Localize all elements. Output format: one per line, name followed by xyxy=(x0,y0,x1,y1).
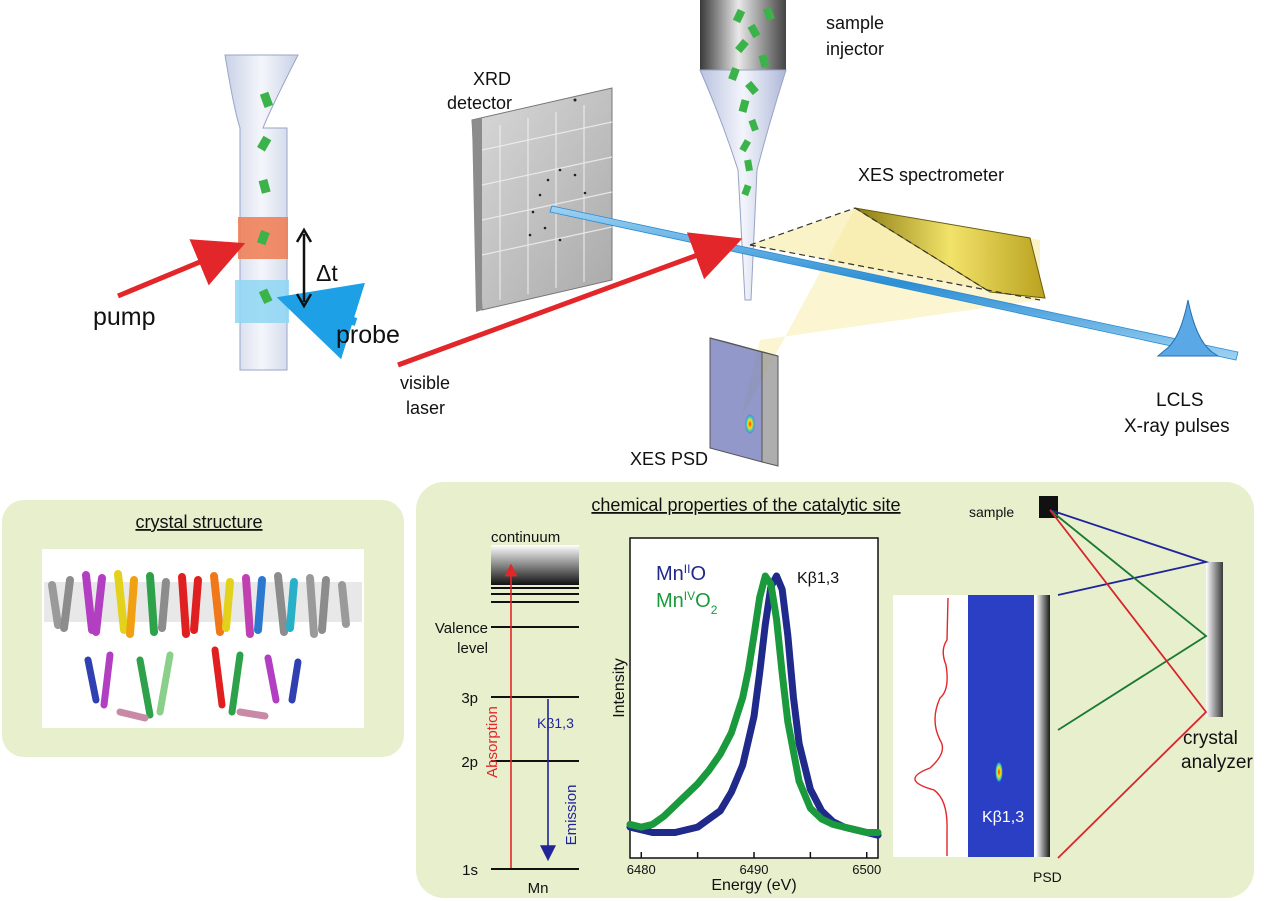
legend-entry-0: MnIIO xyxy=(656,562,706,585)
xes-spectrometer-label: XES spectrometer xyxy=(858,165,1004,185)
catalytic-site-title: chemical properties of the catalytic sit… xyxy=(591,495,900,515)
psd-detector-image xyxy=(968,595,1034,857)
x-tick-label-6500: 6500 xyxy=(852,862,881,877)
xes-psd-label: XES PSD xyxy=(630,449,708,469)
psd-gradient-bar xyxy=(1036,595,1050,857)
xrd-detector-panel xyxy=(471,87,613,312)
valence-label-2: level xyxy=(457,640,488,657)
microcrystals xyxy=(256,91,274,305)
level-2p-label: 2p xyxy=(461,754,478,771)
xrd-label-line2: detector xyxy=(447,93,512,113)
continuum-label: continuum xyxy=(491,529,560,546)
sample-injector-label-1: sample xyxy=(826,13,884,33)
sample-label: sample xyxy=(969,504,1014,520)
probe-label: probe xyxy=(336,321,400,349)
probe-region xyxy=(235,280,289,323)
valence-label-1: Valence xyxy=(435,620,488,637)
sample-injector-label-2: injector xyxy=(826,39,884,59)
element-label: Mn xyxy=(528,880,549,897)
lcls-label-1: LCLS xyxy=(1156,390,1204,411)
delta-t-arrow xyxy=(295,227,313,309)
protein-helices xyxy=(44,570,362,722)
kbeta-transition-label: Kβ1,3 xyxy=(537,715,574,731)
crystal-analyzer-label-1: crystal xyxy=(1183,728,1238,749)
xes-psd-box xyxy=(709,337,779,467)
pump-arrow xyxy=(117,239,246,299)
absorption-label: Absorption xyxy=(484,706,501,778)
xrd-label-line1: XRD xyxy=(473,69,511,89)
emission-label: Emission xyxy=(563,785,580,846)
crystal-structure-panel: crystal structure xyxy=(2,500,404,757)
crystal-analyzer-label-2: analyzer xyxy=(1181,752,1253,773)
level-1s-label: 1s xyxy=(462,862,478,879)
x-tick-label-6490: 6490 xyxy=(740,862,769,877)
psd-label: PSD xyxy=(1033,869,1062,885)
delta-t-label: Δt xyxy=(316,260,338,286)
visible-laser-arrow xyxy=(397,232,743,368)
lcls-label-2: X-ray pulses xyxy=(1124,416,1230,437)
x-tick-label-6480: 6480 xyxy=(627,862,656,877)
visible-laser-label-2: laser xyxy=(406,398,445,418)
psd-peak-label: Kβ1,3 xyxy=(982,809,1024,826)
psd-profile-curve xyxy=(914,597,949,856)
crystal-structure-title: crystal structure xyxy=(135,512,262,532)
x-axis-label: Energy (eV) xyxy=(711,877,796,894)
protein-structure-image xyxy=(42,549,364,728)
series-line-1 xyxy=(626,572,882,836)
energy-level-diagram: continuum Valence level 3p 2p 1s Mn Abso… xyxy=(435,529,580,897)
y-axis-label: Intensity xyxy=(611,658,628,718)
sample-injector-body xyxy=(699,0,787,301)
psd-analyzer-schematic: sample crystal analyzer PSD Kβ1,3 xyxy=(893,496,1253,885)
crystal-analyzer-bar xyxy=(1206,562,1223,717)
continuum-band xyxy=(491,545,579,585)
jet-schematic: pump probe Δt xyxy=(93,54,400,371)
visible-laser-label-1: visible xyxy=(400,373,450,393)
level-3p-label: 3p xyxy=(461,690,478,707)
pump-label: pump xyxy=(93,303,156,331)
catalytic-site-panel: chemical properties of the catalytic sit… xyxy=(416,482,1254,898)
peak-label: Kβ1,3 xyxy=(797,570,839,587)
setup-schematic: XRD detector sample injector XES spectro… xyxy=(397,0,1239,469)
xes-psd-cone xyxy=(740,208,1040,420)
probe-arrow xyxy=(276,282,366,360)
